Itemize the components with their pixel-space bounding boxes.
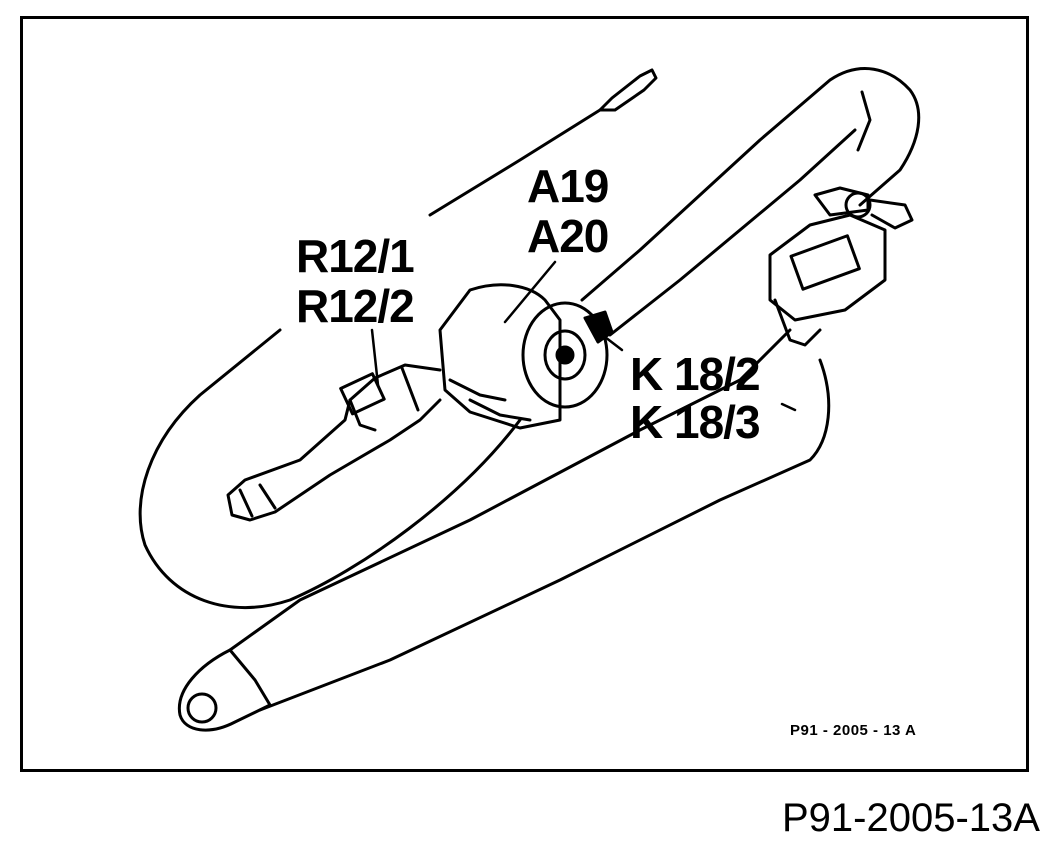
figure-reference-code: P91 - 2005 - 13 A <box>790 722 917 739</box>
label-a20: A20 <box>527 210 609 262</box>
label-k18-2: K 18/2 <box>630 348 761 400</box>
label-k18-3: K 18/3 <box>630 396 761 448</box>
belt-guide-fitting <box>768 186 914 347</box>
label-a19: A19 <box>527 160 609 212</box>
belt-webbing <box>138 67 921 712</box>
anchor-plate <box>177 648 272 732</box>
sensor-cable <box>428 68 658 217</box>
label-r12-2: R12/2 <box>296 280 415 332</box>
figure-caption-code: P91-2005-13A <box>782 796 1040 840</box>
leader-lines <box>370 260 797 412</box>
label-r12-1: R12/1 <box>296 230 415 282</box>
retractor-housing <box>438 283 614 430</box>
tensioner-tube <box>226 363 442 522</box>
